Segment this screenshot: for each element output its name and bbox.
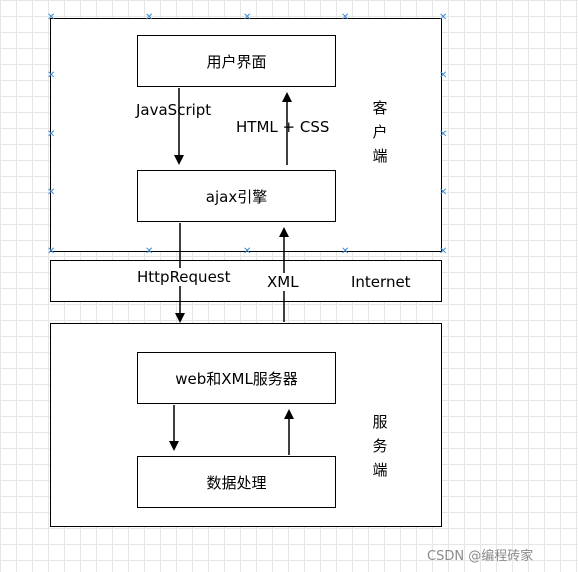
- client-side-char: 端: [372, 147, 388, 165]
- html-css-label: HTML + CSS: [236, 118, 330, 136]
- user-interface-box[interactable]: 用户界面: [137, 35, 336, 87]
- selection-handle-icon[interactable]: ✕: [439, 12, 448, 23]
- selection-handle-icon[interactable]: ✕: [243, 246, 252, 257]
- client-side-char: 客: [372, 99, 388, 117]
- csdn-watermark: CSDN @编程砖家: [427, 549, 534, 564]
- selection-handle-icon[interactable]: ✕: [47, 129, 56, 140]
- selection-handle-icon[interactable]: ✕: [341, 246, 350, 257]
- selection-handle-icon[interactable]: ✕: [47, 12, 56, 23]
- server-side-label: 服 务 端: [371, 410, 389, 482]
- selection-handle-icon[interactable]: ✕: [145, 246, 154, 257]
- client-side-label: 客 户 端: [371, 96, 389, 168]
- selection-handle-icon[interactable]: ✕: [47, 70, 56, 81]
- selection-handle-icon[interactable]: ✕: [47, 246, 56, 257]
- selection-handle-icon[interactable]: ✕: [341, 12, 350, 23]
- data-processing-box[interactable]: 数据处理: [137, 456, 336, 508]
- server-side-char: 端: [372, 461, 388, 479]
- client-side-char: 户: [372, 123, 388, 141]
- javascript-label: JavaScript: [136, 101, 212, 119]
- selection-handle-icon[interactable]: ✕: [47, 187, 56, 198]
- selection-handle-icon[interactable]: ✕: [439, 246, 448, 257]
- data-processing-label: 数据处理: [206, 473, 267, 492]
- selection-handle-icon[interactable]: ✕: [439, 129, 448, 140]
- ajax-engine-label: ajax引擎: [205, 187, 268, 206]
- ajax-engine-box[interactable]: ajax引擎: [137, 170, 336, 222]
- internet-container[interactable]: [50, 260, 442, 302]
- user-interface-label: 用户界面: [206, 52, 267, 71]
- httprequest-label: HttpRequest: [137, 268, 231, 286]
- xml-label: XML: [267, 273, 299, 291]
- internet-label: Internet: [351, 273, 411, 291]
- web-xml-server-label: web和XML服务器: [175, 369, 298, 388]
- selection-handle-icon[interactable]: ✕: [145, 12, 154, 23]
- server-side-char: 务: [372, 437, 388, 455]
- web-xml-server-box[interactable]: web和XML服务器: [137, 352, 336, 404]
- selection-handle-icon[interactable]: ✕: [243, 12, 252, 23]
- selection-handle-icon[interactable]: ✕: [439, 70, 448, 81]
- server-side-char: 服: [372, 413, 388, 431]
- selection-handle-icon[interactable]: ✕: [439, 187, 448, 198]
